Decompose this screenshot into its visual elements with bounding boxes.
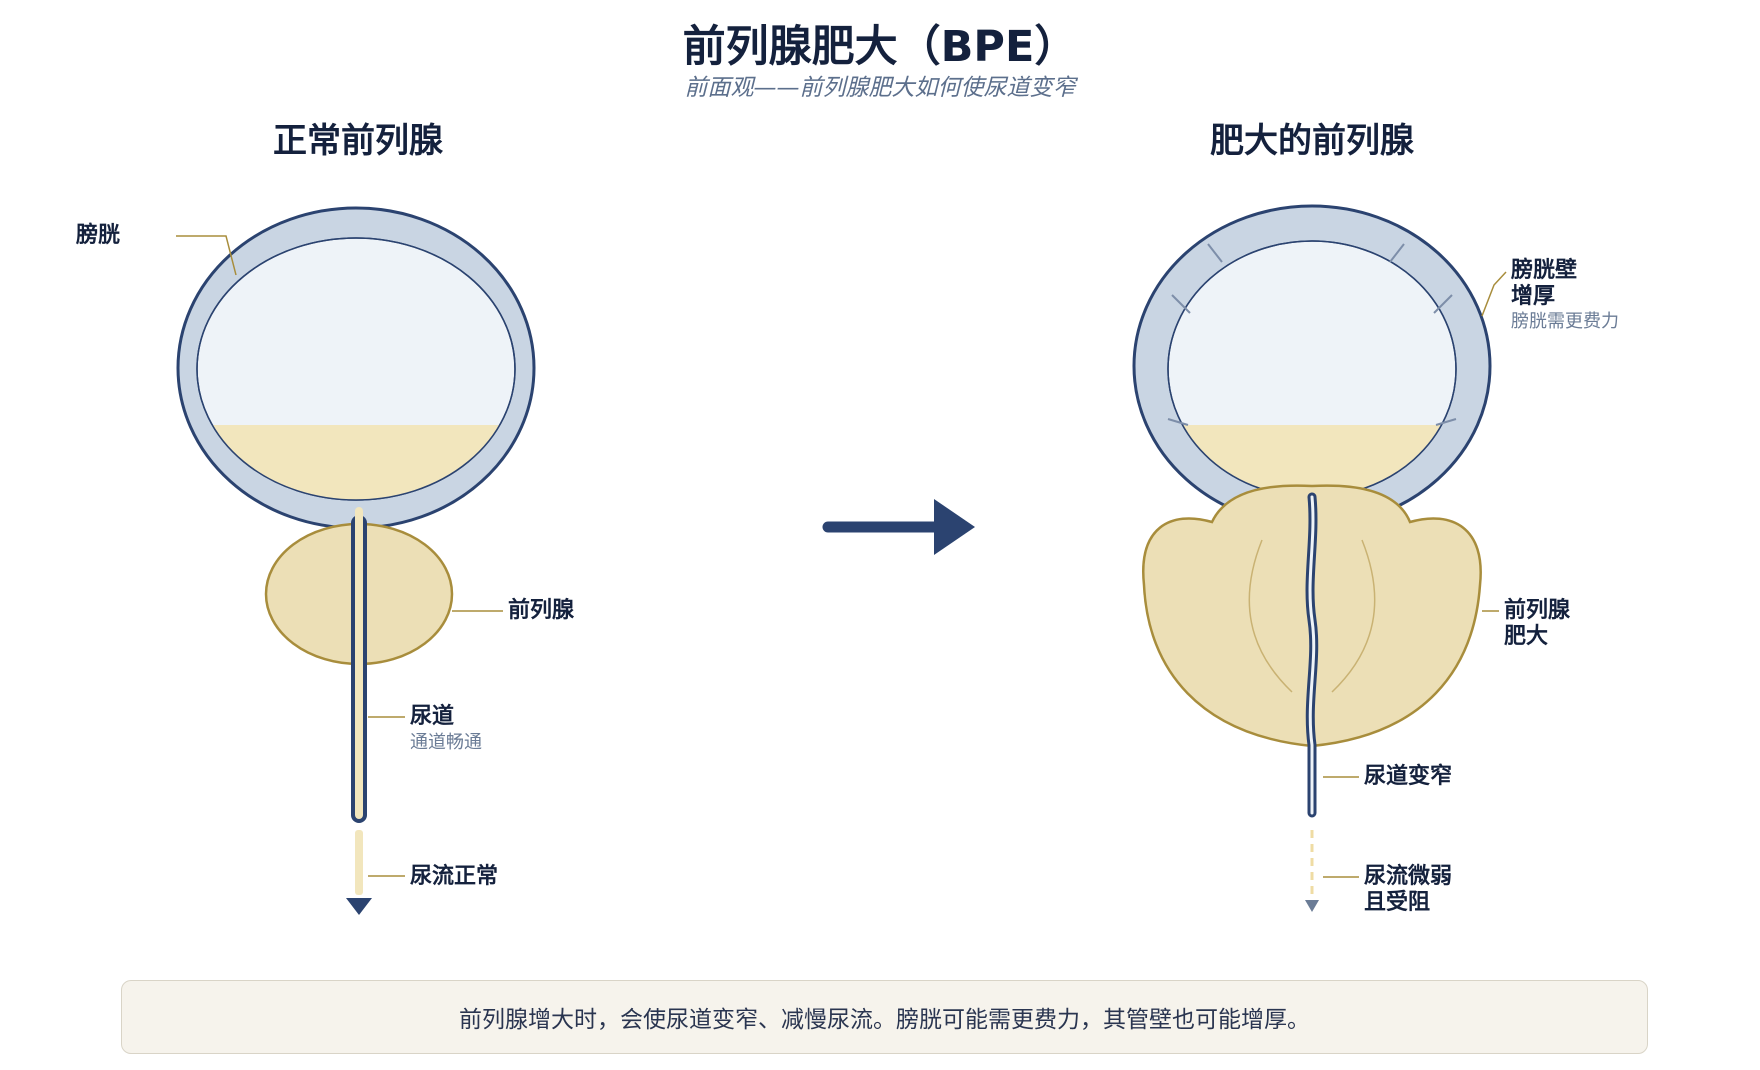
urethra-note: 通道畅通 bbox=[410, 732, 482, 753]
weak-flow-label-line1: 尿流微弱 bbox=[1364, 863, 1452, 889]
urethra-label: 尿道 bbox=[410, 703, 454, 729]
prostate-lobe-line-right bbox=[1331, 539, 1376, 693]
bladder-wall-label-line1: 膀胱壁 bbox=[1511, 257, 1577, 283]
flow-label: 尿流正常 bbox=[410, 863, 498, 889]
bladder-wall-leader bbox=[1481, 271, 1507, 317]
caption-box: 前列腺增大时，会使尿道变窄、减慢尿流。膀胱可能需更费力，其管壁也可能增厚。 bbox=[121, 980, 1648, 1054]
wall-thickness-marks bbox=[1167, 243, 1457, 426]
page-subtitle: 前面观——前列腺肥大如何使尿道变窄 bbox=[684, 75, 1076, 101]
bladder-wall-note: 膀胱需更费力 bbox=[1511, 311, 1619, 332]
normal-bladder bbox=[176, 206, 536, 530]
enlarged-prostate-label-line2: 肥大 bbox=[1504, 624, 1548, 649]
enlarged-prostate-label-line1: 前列腺 bbox=[1504, 597, 1571, 623]
weak-flow-arrow bbox=[1305, 900, 1319, 912]
bladder-wall-label-line2: 增厚 bbox=[1511, 283, 1555, 309]
page-title: 前列腺肥大（BPE） bbox=[682, 22, 1078, 72]
prostate-lobe-line-left bbox=[1248, 539, 1293, 693]
bladder-label: 膀胱 bbox=[76, 222, 120, 248]
normal-prostate-heading: 正常前列腺 bbox=[273, 121, 444, 161]
bladder-leader bbox=[176, 235, 237, 276]
normal-urine-stream bbox=[355, 830, 363, 895]
transition-arrow bbox=[822, 499, 975, 555]
thickened-bladder bbox=[1132, 204, 1492, 528]
weak-flow-label-line2: 且受阻 bbox=[1364, 889, 1430, 915]
normal-urethra bbox=[351, 507, 367, 823]
narrowed-urethra-lumen bbox=[1308, 495, 1316, 815]
narrowed-urethra-label: 尿道变窄 bbox=[1364, 763, 1452, 789]
enlarged-prostate-heading: 肥大的前列腺 bbox=[1210, 121, 1415, 161]
normal-flow-arrow bbox=[346, 898, 372, 915]
prostate-label: 前列腺 bbox=[508, 597, 575, 623]
caption-text: 前列腺增大时，会使尿道变窄、减慢尿流。膀胱可能需更费力，其管壁也可能增厚。 bbox=[459, 1007, 1310, 1033]
